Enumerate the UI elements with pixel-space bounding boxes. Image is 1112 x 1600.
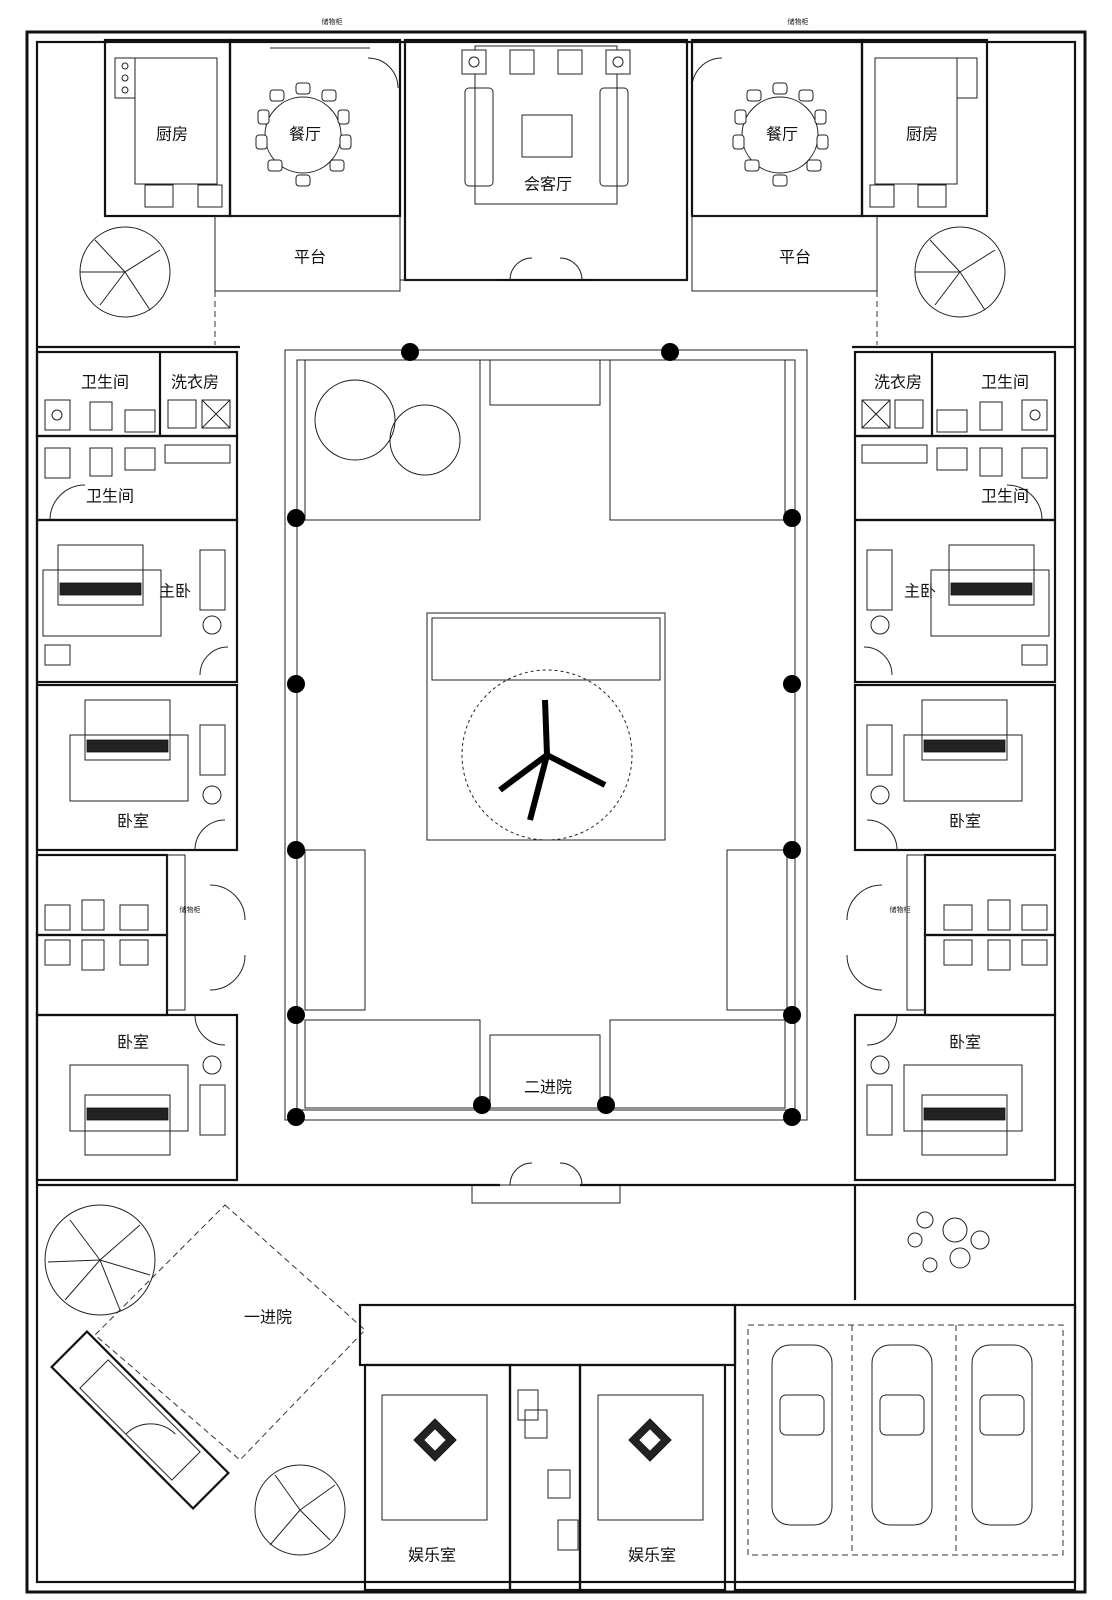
car-2 <box>871 1344 933 1526</box>
label-bath-left-top: 卫生间 <box>81 373 129 392</box>
label-master-left: 主卧 <box>159 582 191 601</box>
top-wing <box>37 38 1075 349</box>
label-bedroom-left-2: 卧室 <box>117 1033 149 1052</box>
bottom-area <box>37 1183 1077 1592</box>
room-labels: 厨房 餐厅 会客厅 餐厅 厨房 平台 平台 卫生间 洗衣房 洗衣房 卫生间 卫生… <box>81 17 1029 1565</box>
label-storage-mid-left: 储物柜 <box>180 905 201 914</box>
label-kitchen-right: 厨房 <box>906 125 938 144</box>
tree-top-left <box>79 226 171 318</box>
label-reception: 会客厅 <box>524 175 572 194</box>
label-bath-left-2: 卫生间 <box>86 487 134 506</box>
tree-bottom-left <box>254 1464 346 1556</box>
central-tree <box>461 669 633 841</box>
label-second-courtyard: 二进院 <box>524 1078 572 1097</box>
label-bedroom-left-1: 卧室 <box>117 812 149 831</box>
label-bedroom-right-1: 卧室 <box>949 812 981 831</box>
label-laundry-right: 洗衣房 <box>874 373 922 392</box>
right-wing <box>846 350 1057 1182</box>
car-1 <box>771 1344 833 1526</box>
dining-chairs-right <box>732 82 829 187</box>
label-bath-right-2: 卫生间 <box>981 487 1029 506</box>
label-platform-right: 平台 <box>779 248 811 267</box>
label-storage-top-left: 储物柜 <box>322 17 343 26</box>
car-3 <box>971 1344 1033 1526</box>
entrance-gate <box>50 1330 230 1510</box>
rock-garden <box>907 1211 990 1273</box>
label-storage-mid-right: 储物柜 <box>890 905 911 914</box>
tree-courtyard-top-left <box>314 379 461 476</box>
columns <box>287 343 801 1126</box>
label-bedroom-right-2: 卧室 <box>949 1033 981 1052</box>
label-dining-right: 餐厅 <box>766 125 798 144</box>
label-first-courtyard: 一进院 <box>244 1308 292 1327</box>
label-storage-top-right: 储物柜 <box>788 17 809 26</box>
tree-top-right <box>914 226 1006 318</box>
label-kitchen-left: 厨房 <box>156 125 188 144</box>
label-laundry-left: 洗衣房 <box>171 373 219 392</box>
dining-chairs-left <box>255 82 352 187</box>
label-entertainment-right: 娱乐室 <box>628 1546 676 1565</box>
label-entertainment-left: 娱乐室 <box>408 1546 456 1565</box>
left-wing <box>35 350 246 1182</box>
mahjong-table-right <box>628 1418 672 1462</box>
label-platform-left: 平台 <box>294 248 326 267</box>
label-bath-right-top: 卫生间 <box>981 373 1029 392</box>
label-dining-left: 餐厅 <box>289 125 321 144</box>
label-master-right: 主卧 <box>904 582 936 601</box>
mahjong-table-left <box>413 1418 457 1462</box>
central-courtyard <box>284 349 808 1204</box>
tree-first-courtyard <box>44 1204 156 1316</box>
